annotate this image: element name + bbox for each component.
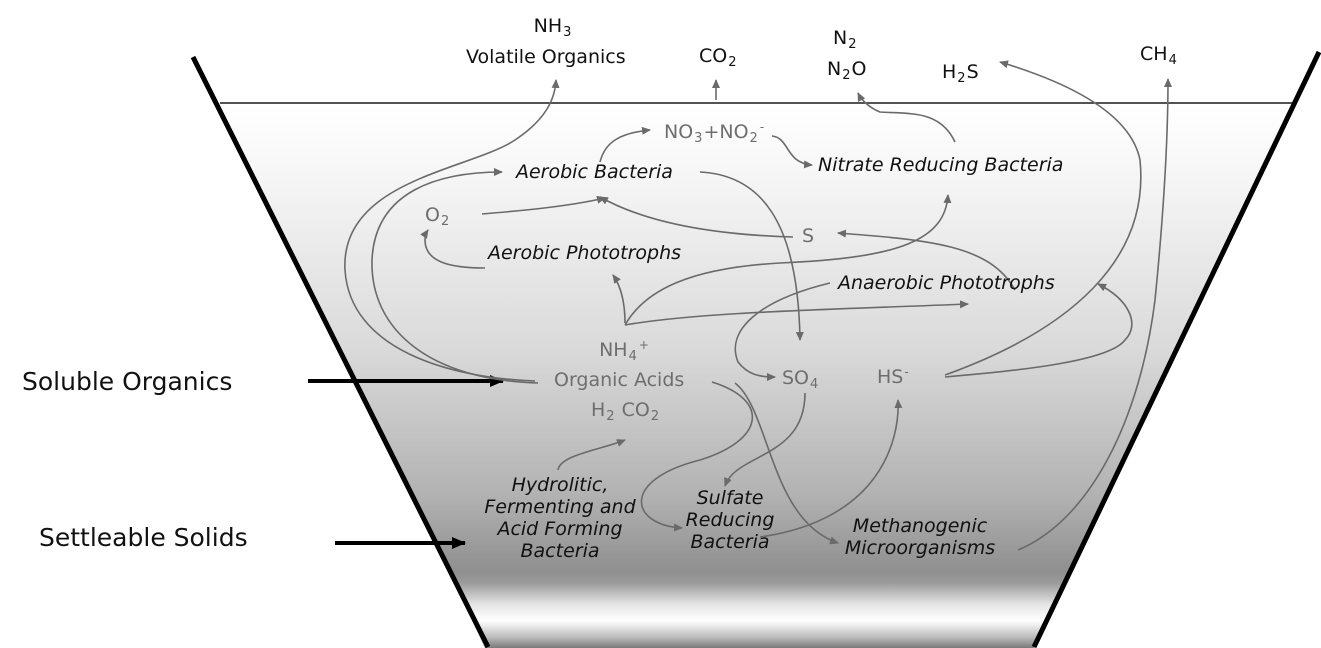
compound-nh4: NH4+ [599,338,649,364]
compound-no3-no2: NO3+NO2- [664,120,765,146]
gas-h2s: H2S [942,61,979,86]
compound-s: S [802,225,815,247]
arrow-so4-to-sulfate-reducers [724,392,806,487]
pond-left-wall [190,55,491,648]
arrow-no3-to-nitrate-reducers [771,135,813,169]
arrow-aerobic-bacteria-to-so4 [699,171,804,341]
arrow-to-no3 [599,126,651,163]
compound-organic-acids: Organic Acids [554,369,685,391]
arrow-nh4-to-anaerobic-phototrophs [624,300,969,326]
arrow-anaerobic-phototrophs-to-so4 [734,282,831,381]
compound-so4: SO4 [782,367,819,392]
gas-co2: CO2 [699,45,737,70]
arrow-to-aerobic-bacteria [371,168,539,384]
pond-right-wall [1031,50,1321,648]
arrow-hs-to-anaerobic-phototrophs [944,283,1133,378]
arrow-s-to-aerobic-bacteria [599,196,794,238]
arrow-nh4-to-nitrate-reducers [624,194,952,326]
organism-aerobic-bacteria: Aerobic Bacteria [516,161,673,183]
arrow-hs-to-h2s [944,60,1142,376]
gas-n2: N2 [833,27,857,52]
arrow-to-volatile [344,79,560,382]
compound-h2-co2: H2 CO2 [591,399,660,424]
arrow-hydrolitic-to-h2co2 [557,439,626,471]
arrow-sulfate-reducers-to-hs [759,399,903,538]
arrow-organic-acids-to-methanogens [734,382,839,545]
organism-methanogenic-microorganisms: Methanogenic Microorganisms [844,515,996,559]
gas-n2o: N2O [827,58,867,83]
organism-nitrate-reducing-bacteria: Nitrate Reducing Bacteria [818,154,1064,176]
compound-o2: O2 [425,204,450,229]
arrow-hs-to-s [837,229,1016,291]
arrow-methanogens-to-ch4 [1017,78,1172,551]
input-soluble-organics: Soluble Organics [22,367,233,396]
gas-volatile-organics: Volatile Organics [466,46,626,68]
organism-sulfate-reducing-bacteria: Sulfate Reducing Bacteria [685,487,775,553]
organism-hydrolitic-bacteria: Hydrolitic, Fermenting and Acid Forming … [484,474,636,562]
arrow-organic-acids-to-sulfate-reducers [640,381,753,532]
arrow-o2-to-aerobic-bacteria [481,195,606,215]
gas-nh3: NH3 [533,15,572,40]
compound-hs: HS- [877,365,909,388]
gas-ch4: CH4 [1140,43,1177,68]
arrow-nh4-to-aerobic-phototrophs [612,274,626,324]
arrow-phototrophs-to-o2 [420,229,486,269]
input-settleable-solids: Settleable Solids [39,523,248,552]
arrow-to-n2 [857,92,956,143]
organism-aerobic-phototrophs: Aerobic Phototrophs [488,242,682,264]
organism-anaerobic-phototrophs: Anaerobic Phototrophs [838,272,1055,294]
